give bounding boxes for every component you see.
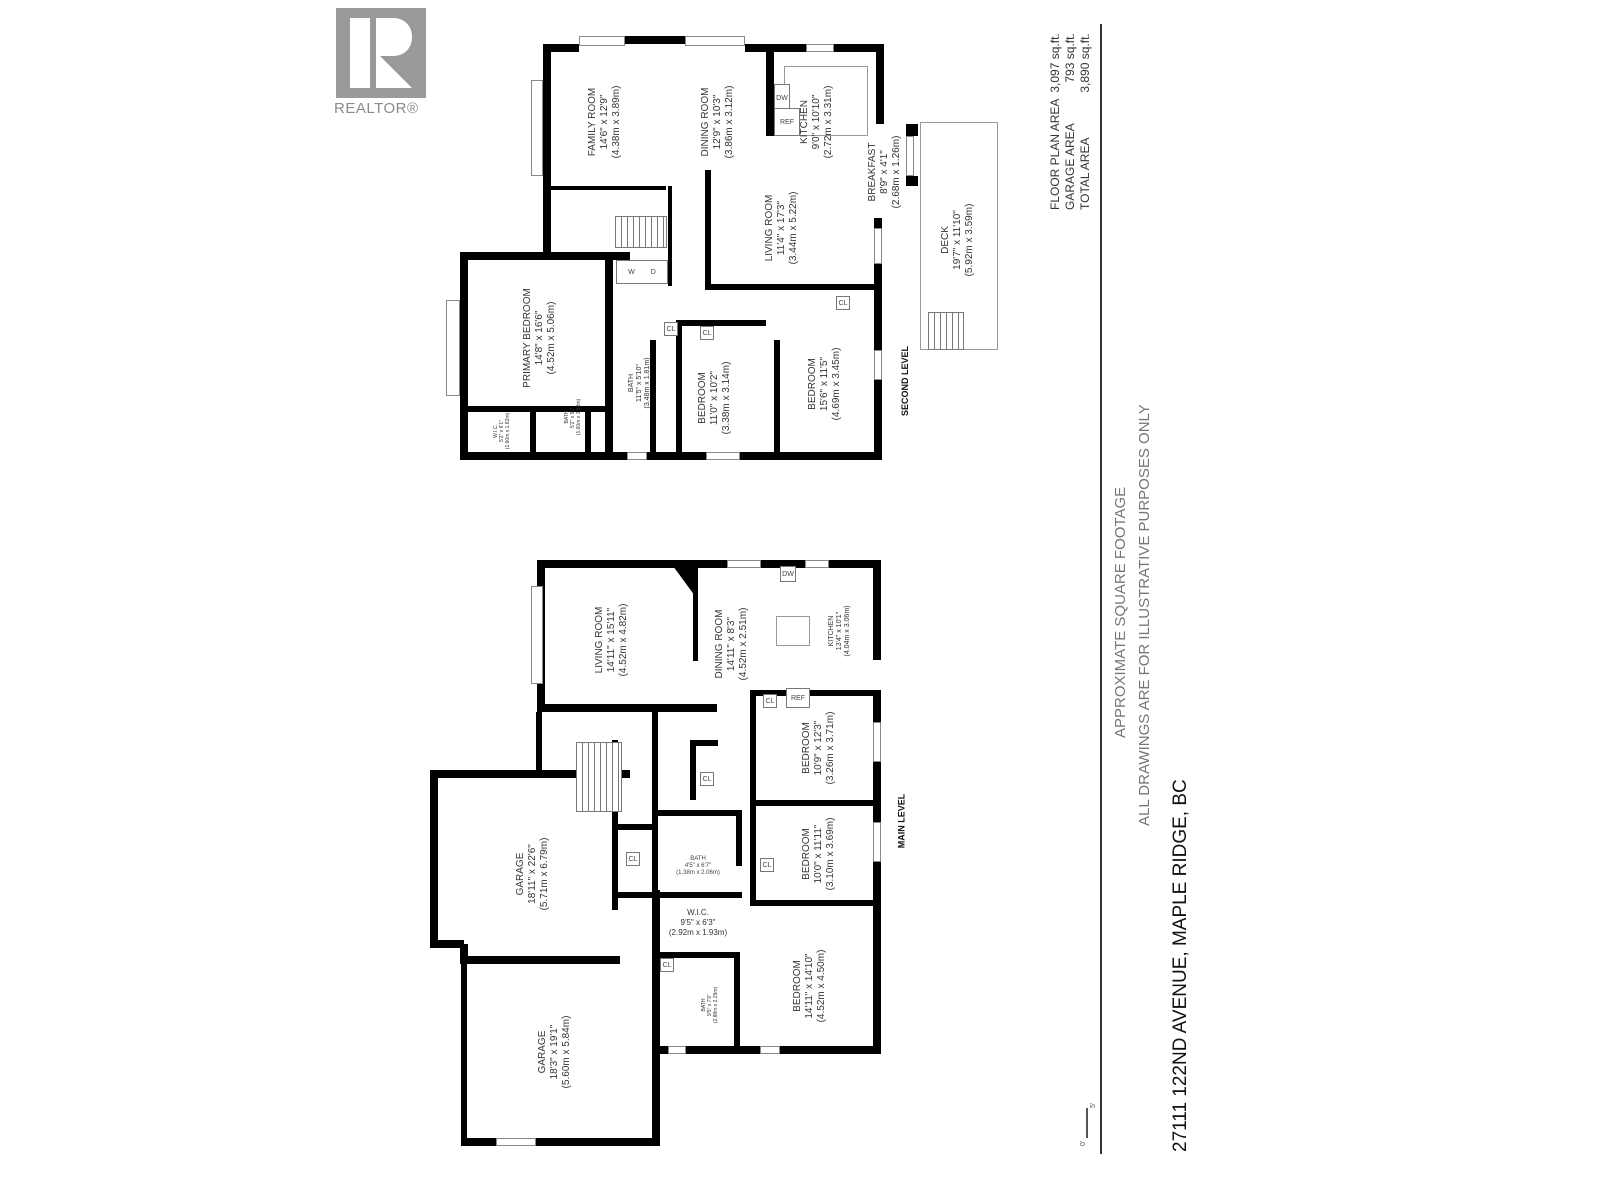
- closet-icon: CL: [664, 322, 678, 336]
- realtor-logo-text: REALTOR®: [334, 100, 419, 117]
- closet-icon: CL: [626, 852, 640, 866]
- stairs-icon: [576, 742, 622, 812]
- dishwasher-icon: DW: [780, 566, 796, 582]
- kitchen-island: [776, 616, 810, 646]
- refrigerator-icon: REF: [786, 688, 810, 708]
- room-walk-in-closet: W.I.C.9'5" x 6'3"(2.92m x 1.93m): [668, 908, 728, 937]
- closet-icon: CL: [700, 772, 714, 786]
- dishwasher-icon: DW: [774, 84, 790, 112]
- level-title-main: MAIN LEVEL: [896, 793, 907, 849]
- level-title-second: SECOND LEVEL: [900, 345, 911, 417]
- disclaimer-line-1: APPROXIMATE SQUARE FOOTAGE: [1112, 486, 1129, 738]
- stairs-icon: [615, 216, 667, 248]
- property-address: 27111 122ND AVENUE, MAPLE RIDGE, BC: [1170, 779, 1191, 1152]
- disclaimer-line-2: ALL DRAWINGS ARE FOR ILLUSTRATIVE PURPOS…: [1136, 404, 1153, 826]
- refrigerator-icon: REF: [774, 108, 800, 136]
- realtor-logo-icon: [336, 8, 426, 98]
- room-walk-in-closet: W.I.C.5'2" x 6'1"(1.60m x 1.82m): [493, 412, 511, 450]
- divider-line: [1100, 24, 1102, 1154]
- closet-icon: CL: [763, 694, 777, 708]
- dryer-icon: D: [650, 268, 656, 276]
- closet-icon: CL: [760, 858, 774, 872]
- washer-icon: W: [628, 268, 635, 276]
- closet-icon: CL: [836, 296, 850, 310]
- closet-icon: CL: [700, 326, 714, 340]
- closet-icon: CL: [660, 958, 674, 972]
- deck-stairs-icon: [928, 312, 964, 350]
